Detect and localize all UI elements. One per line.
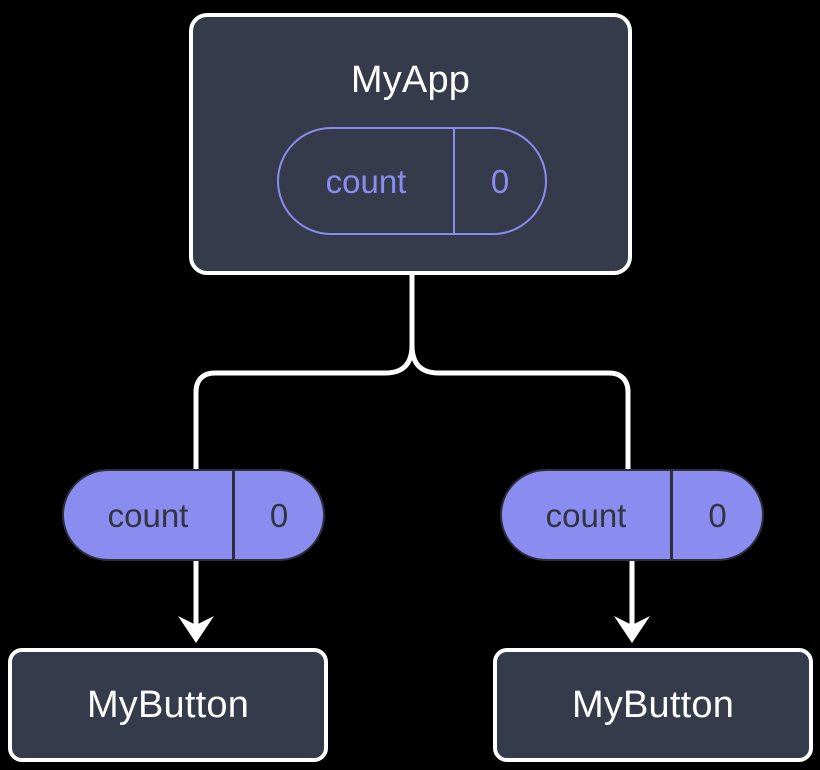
component-node-mybutton-left[interactable]: MyButton (8, 648, 328, 762)
state-pill-myapp-count[interactable]: count 0 (277, 127, 547, 235)
component-label-mybutton-left: MyButton (86, 684, 250, 726)
props-pill-left-count[interactable]: count 0 (62, 469, 325, 561)
component-label-mybutton-right: MyButton (571, 684, 735, 726)
edge-fork-to-right-pill (409, 342, 631, 472)
props-value-label: 0 (708, 496, 727, 534)
state-key-label: count (279, 129, 455, 233)
component-label-myapp: MyApp (350, 59, 471, 101)
props-key-label: count (502, 471, 673, 559)
arrowhead-left (178, 616, 214, 643)
arrowhead-right (614, 616, 650, 643)
state-value-label: 0 (490, 162, 510, 200)
props-key-label: count (64, 471, 235, 559)
props-pill-right-count[interactable]: count 0 (500, 469, 764, 561)
component-node-mybutton-right[interactable]: MyButton (493, 648, 813, 762)
props-value-label: 0 (269, 496, 289, 534)
edge-fork-to-left-pill (193, 342, 415, 472)
